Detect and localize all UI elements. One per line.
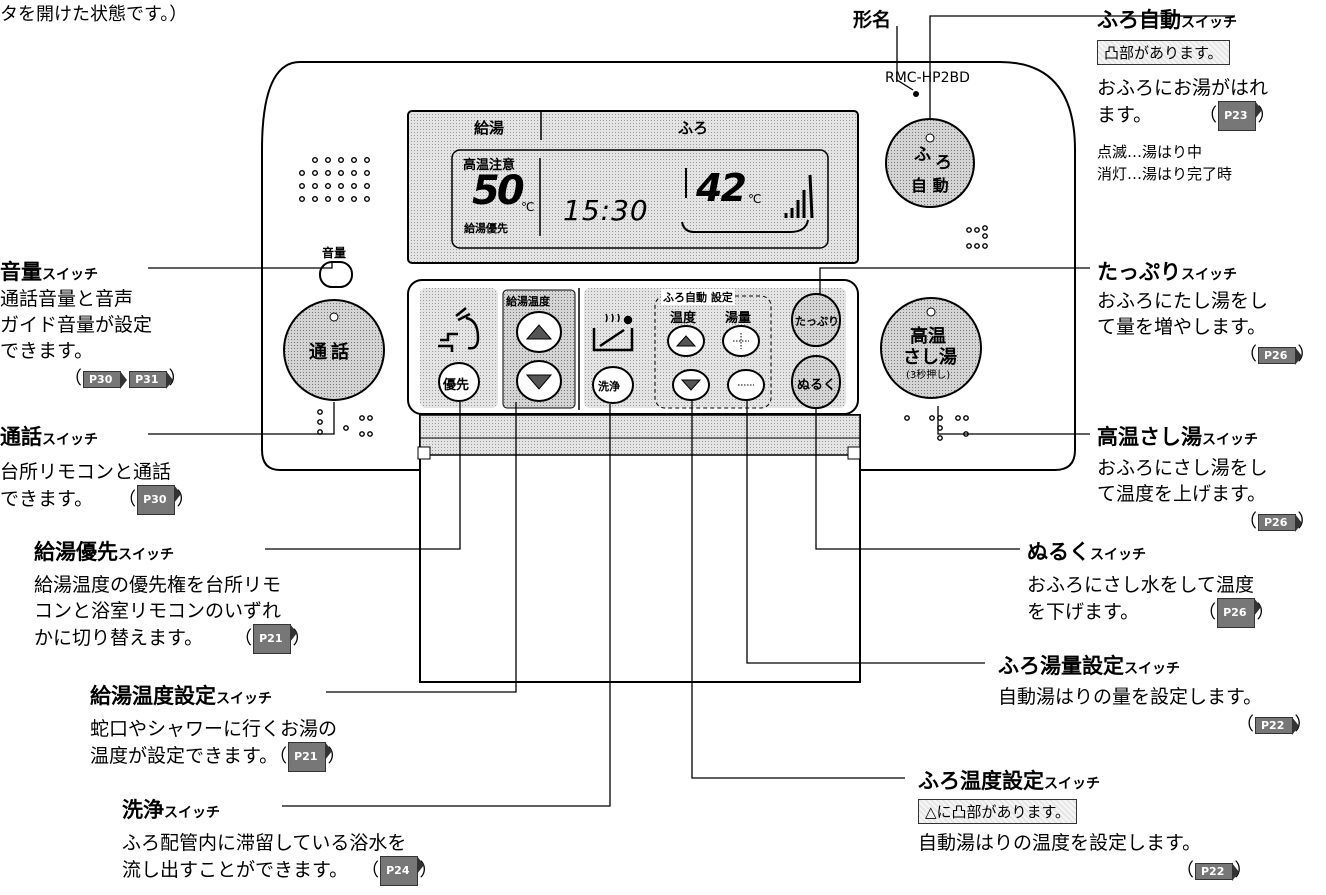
shower-icon	[438, 307, 480, 352]
note-box: 凸部があります。	[1097, 40, 1230, 65]
lcd-tab-furo: ふろ	[678, 119, 709, 137]
page-ref-tag: P26	[1258, 513, 1303, 532]
page-ref-tag: P22	[1195, 862, 1240, 881]
tappuri-button	[791, 293, 841, 347]
model-label: 形名	[853, 9, 892, 31]
callout-tsuwa: 通話スイッチ 台所リモコンと通話 できます。（P30）	[0, 421, 194, 515]
furo-temp-readout: 42	[696, 166, 747, 210]
tappuri-button-label[interactable]: たっぷり	[795, 315, 839, 328]
bath-icon	[592, 313, 634, 352]
lcd-tab-kyuto: 給湯	[474, 119, 505, 137]
page-ref-tag: P23	[1218, 101, 1263, 131]
yusen-button-label[interactable]: 優先	[443, 378, 470, 393]
page-ref-tag: P31	[129, 370, 174, 389]
callout-nuruku: ぬるくスイッチ おふろにさし水をして温度 を下げます。（P26）	[1027, 536, 1274, 628]
furo-setting-box	[654, 295, 772, 409]
furo-yuryo-label: 湯量	[725, 311, 752, 326]
volume-button	[319, 261, 353, 288]
senjo-button	[592, 366, 634, 404]
furo-jido-label-1[interactable]: ふ	[914, 145, 931, 165]
clock-readout: 15:30	[563, 194, 649, 227]
page-ref-tag: P30	[137, 485, 182, 515]
speaker-grill	[299, 156, 371, 202]
priority-indicator: 給湯優先	[464, 222, 508, 235]
furo-vol-down-button	[727, 369, 765, 401]
page-ref-tag: P21	[288, 742, 333, 772]
nuruku-button-label[interactable]: ぬるく	[797, 378, 837, 393]
furo-unit: ℃	[748, 192, 762, 206]
kyuto-temp-label: 給湯温度	[506, 295, 550, 308]
koon-label-2[interactable]: さし湯	[903, 347, 957, 368]
page-ref-tag: P26	[1258, 346, 1303, 365]
callout-volume: 音量スイッチ 通話音量と音声 ガイド音量が設定 できます。 （P30 P31）	[0, 260, 187, 389]
kyuto-temp-readout: 50	[472, 168, 525, 214]
note-box: △に凸部があります。	[918, 799, 1078, 824]
kyuto-unit: ℃	[521, 200, 535, 214]
page-ref-tag: P30	[83, 370, 128, 389]
furo-jido-label-3[interactable]: 自 動	[911, 176, 949, 195]
leader-lines	[148, 15, 1235, 807]
callout-koon: 高温さし湯スイッチ おふろにさし湯をし て温度を上げます。 （P26）	[1097, 425, 1316, 532]
hot-warning-indicator: 高温注意	[463, 158, 516, 173]
header-note: タを開けた状態です。）	[0, 4, 188, 25]
page-ref-tag: P26	[1217, 598, 1262, 628]
callout-furo-yuryo: ふろ湯量設定スイッチ 自動湯はりの量を設定します。 （P22）	[998, 654, 1313, 735]
callout-tappuri: たっぷりスイッチ おふろにたし湯をし て量を増やします。 （P26）	[1097, 260, 1316, 365]
page-ref-tag: P21	[253, 624, 298, 654]
senjo-button-label[interactable]: 洗浄	[598, 380, 620, 393]
callout-title: 音量	[0, 260, 42, 284]
page-ref-tag: P22	[1255, 716, 1300, 735]
page-ref-tag: P24	[380, 856, 425, 886]
model-code: RMC-HP2BD	[885, 70, 970, 86]
furo-ondo-label: 温度	[670, 311, 697, 326]
call-button-label[interactable]: 通話	[309, 342, 353, 363]
furo-setting-label: ふろ自動 設定	[661, 289, 735, 305]
furo-vol-up-button	[722, 325, 760, 357]
yusen-button	[438, 362, 480, 402]
koon-label-3[interactable]: (3秒押し)	[906, 370, 951, 381]
callout-senjo: 洗浄スイッチ ふろ配管内に滞留している浴水を 流し出すことができます。（P24）	[122, 794, 437, 886]
koon-label-1[interactable]: 高温	[910, 326, 946, 347]
callout-yusen: 給湯優先スイッチ 給湯温度の優先権を台所リモ コンと浴室リモコンのいずれ かに切…	[34, 536, 310, 654]
volume-button-label: 音量	[322, 246, 347, 260]
callout-furo-ondo: ふろ温度設定スイッチ △に凸部があります。 自動湯はりの温度を設定します。 （P…	[918, 769, 1253, 881]
call-button	[283, 299, 385, 401]
callout-kyuto-temp: 給湯温度設定スイッチ 蛇口やシャワーに行くお湯の 温度が設定できます。（P21）	[90, 680, 345, 772]
koon-sashiyu-button	[880, 297, 982, 399]
lcd-screen	[451, 149, 829, 249]
furo-jido-label-2[interactable]: ろ	[935, 153, 952, 173]
callout-furo-jido: ふろ自動スイッチ 凸部があります。 おふろにお湯がはれ ます。（P23） 点滅……	[1097, 8, 1276, 183]
level-bars	[784, 174, 814, 219]
